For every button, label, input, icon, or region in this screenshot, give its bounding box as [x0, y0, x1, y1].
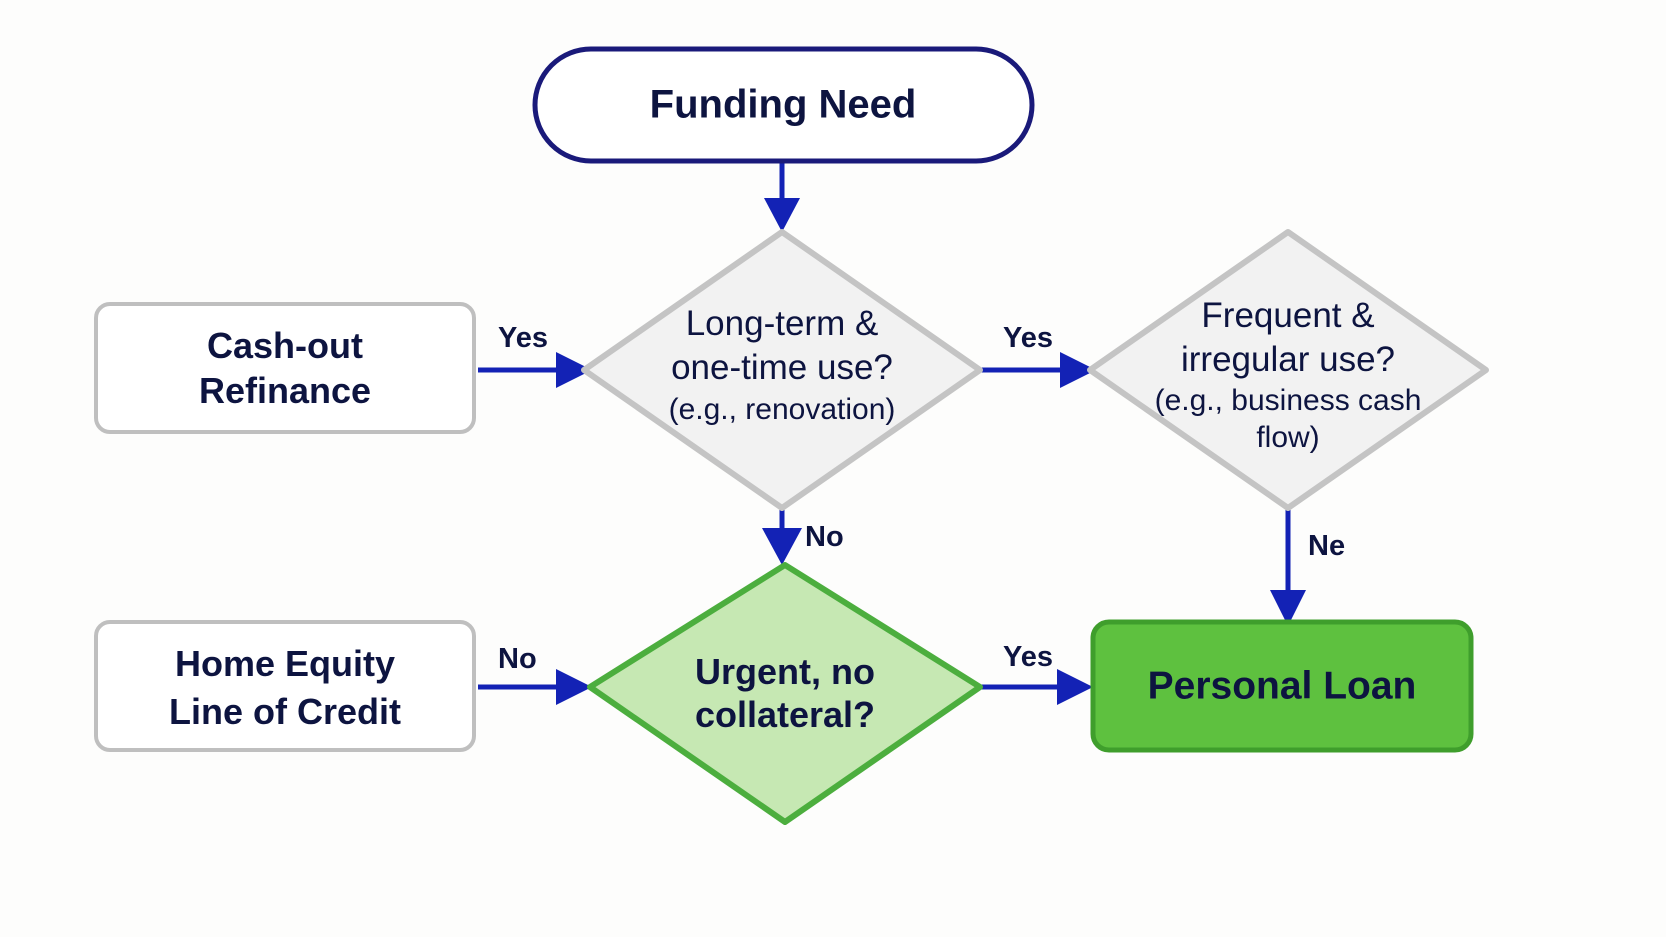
decision-urgent-line1: Urgent, no [695, 651, 875, 692]
decision-longterm-line1: Long-term & [686, 304, 879, 343]
node-heloc[interactable]: Home Equity Line of Credit [94, 620, 476, 752]
edge-cashout-to-longterm: Yes [478, 322, 592, 388]
node-decision-urgent[interactable]: Urgent, no collateral? [587, 562, 983, 825]
edge-label-cashout-yes: Yes [498, 322, 548, 354]
edge-urgent-to-personal: Yes [980, 641, 1093, 705]
node-decision-longterm[interactable]: Long-term & one-time use? (e.g., renovat… [581, 229, 983, 511]
node-cashout-refinance[interactable]: Cash-out Refinance [94, 302, 476, 434]
funding-need-shape [532, 46, 1035, 164]
edge-longterm-to-urgent: No [762, 508, 844, 565]
cashout-refinance-line2: Refinance [199, 370, 371, 411]
heloc-line2: Line of Credit [169, 691, 401, 732]
decision-frequent-sub-line2: flow) [1256, 421, 1319, 454]
edge-label-longterm-yes: Yes [1003, 322, 1053, 354]
decision-longterm-shape [581, 229, 983, 511]
node-personal-loan[interactable]: Personal Loan [1090, 619, 1474, 753]
personal-loan-label: Personal Loan [1148, 664, 1417, 707]
cashout-refinance-line1: Cash-out [207, 325, 363, 366]
edge-start-to-longterm [764, 160, 800, 232]
decision-frequent-shape [1087, 229, 1489, 511]
edge-label-urgent-yes: Yes [1003, 641, 1053, 673]
heloc-line1: Home Equity [175, 643, 395, 684]
cashout-refinance-shape [94, 302, 476, 434]
edge-heloc-to-urgent: No [478, 643, 592, 705]
decision-urgent-shape [587, 562, 983, 825]
node-funding-need[interactable]: Funding Need [532, 46, 1035, 164]
decision-longterm-line2: one-time use? [671, 348, 893, 387]
decision-urgent-line2: collateral? [695, 694, 875, 735]
decision-frequent-sub-line1: (e.g., business cash [1155, 384, 1422, 417]
funding-need-label: Funding Need [650, 83, 917, 127]
decision-frequent-line2: irregular use? [1181, 340, 1395, 379]
edge-longterm-to-frequent: Yes [980, 322, 1096, 388]
edge-label-frequent-ne: Ne [1308, 530, 1345, 562]
edge-frequent-to-personal: Ne [1270, 508, 1345, 626]
decision-frequent-line1: Frequent & [1201, 296, 1374, 335]
decision-longterm-sub: (e.g., renovation) [669, 393, 896, 426]
edge-label-heloc-no: No [498, 643, 537, 675]
node-decision-frequent[interactable]: Frequent & irregular use? (e.g., busines… [1087, 229, 1489, 511]
personal-loan-shape [1090, 619, 1474, 753]
edge-label-longterm-no: No [805, 521, 844, 553]
heloc-shape [94, 620, 476, 752]
